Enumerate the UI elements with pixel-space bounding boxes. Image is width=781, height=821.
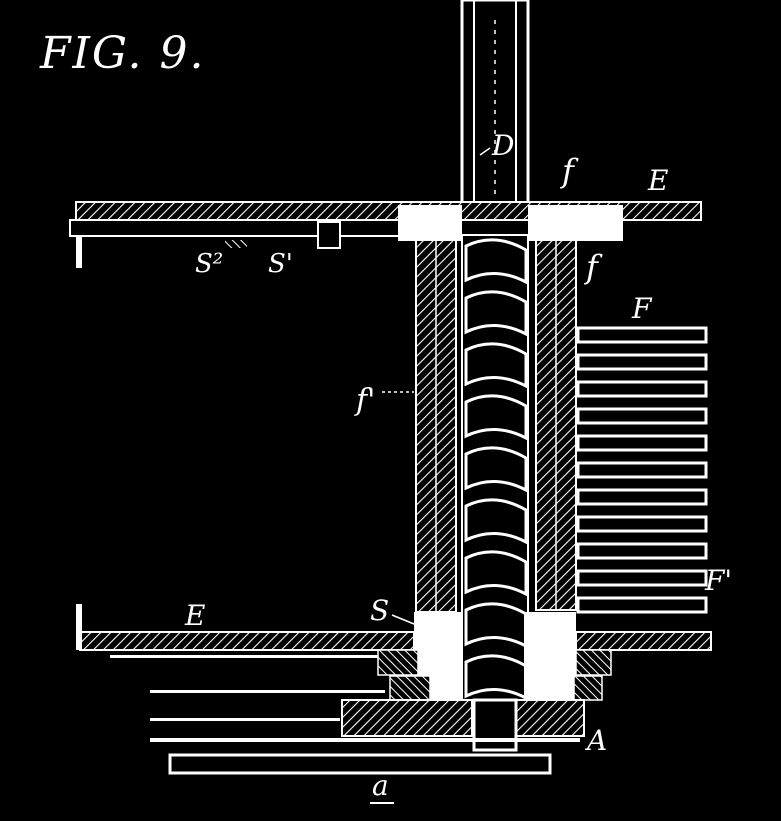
worm-thread: [464, 342, 528, 389]
worm-screw: [461, 234, 529, 701]
label-a-lower: a: [372, 769, 389, 802]
label-f-upper: F: [631, 292, 653, 325]
fin: [576, 407, 708, 425]
shaft-d: [460, 0, 530, 207]
label-e-bottom: E: [184, 599, 205, 632]
label-a-upper: A: [584, 724, 607, 757]
fin: [576, 326, 708, 344]
left-wall: [415, 239, 457, 613]
label-f-top: f: [560, 152, 579, 190]
label-f-lower: F': [704, 564, 732, 597]
worm-thread: [464, 446, 528, 493]
worm-thread: [464, 498, 528, 545]
label-s2: S²: [195, 249, 223, 279]
fin: [576, 380, 708, 398]
figure-title: FIG. 9.: [39, 28, 205, 79]
worm-thread: [464, 238, 528, 285]
right-wall: [535, 239, 577, 611]
worm-thread: [464, 394, 528, 441]
upper-bearings: [398, 205, 623, 241]
fin: [576, 542, 708, 560]
label-e-top: E: [647, 164, 668, 197]
fin: [576, 569, 708, 587]
worm-thread: [464, 550, 528, 597]
bottom-plate-e: [76, 604, 712, 701]
fin: [576, 596, 708, 614]
base-block-a: [150, 698, 585, 775]
fin: [576, 434, 708, 452]
label-f1: f': [354, 383, 375, 418]
fin: [576, 353, 708, 371]
cooling-fins: [576, 326, 708, 614]
fin: [576, 488, 708, 506]
label-f-right: f: [584, 248, 603, 286]
lower-bearings: [414, 612, 576, 700]
label-d: D: [491, 129, 514, 162]
label-s1: S': [268, 249, 293, 279]
label-s: S: [370, 594, 389, 627]
fin: [576, 461, 708, 479]
fin: [576, 515, 708, 533]
worm-thread: [464, 290, 528, 337]
